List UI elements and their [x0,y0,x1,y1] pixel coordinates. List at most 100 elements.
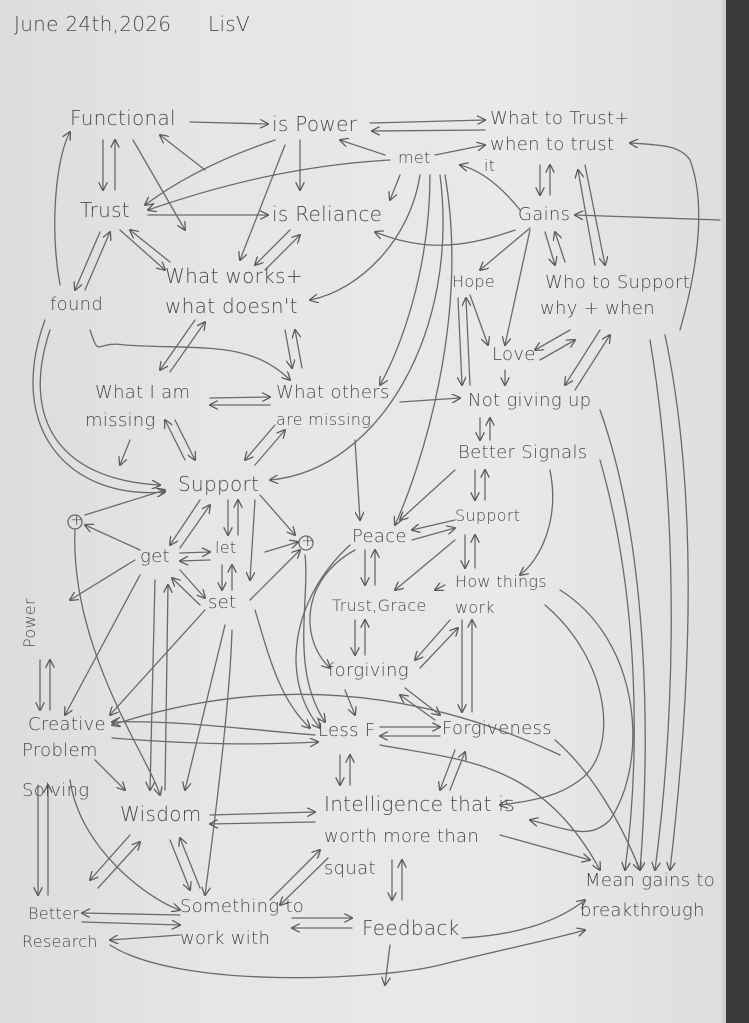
arrow-betterresearch-wisdom [97,842,140,889]
arrow-whatIam-others-a [209,397,270,398]
arrow-forgiveness-intelligence [440,749,456,790]
node-power-side: Power [20,598,39,648]
arrow-get-power [70,559,136,600]
arrow-whosupport-notgiving-a [565,329,601,385]
arrow-supportR-trustgrace [395,539,456,590]
arrow-whosupport-trustwhat [578,170,596,266]
node-met: met [398,148,431,167]
arrow-trustwhat-whosupport [584,164,605,265]
arrow-right-loop-gains [575,215,721,221]
node-support-right: Support [455,506,521,525]
arrow-set-lessf [254,609,310,728]
arrow-support-others [254,430,285,466]
node-wisdom: Wisdom [120,802,202,826]
node-feedback: Feedback [362,916,460,940]
arrow-trust-found-a [75,231,101,290]
node-who-support-line2: why + when [540,298,655,319]
arrow-forgiving-howthings [419,628,458,669]
node-intelligence-line3: squat [324,858,376,879]
arrow-support-get [170,499,201,545]
arrow-trust-whatworks-a [119,229,165,270]
arrow-peace-lessf [295,544,351,728]
arrow-betterresearch-something-b [81,922,180,925]
node-is-power: is Power [272,112,358,136]
arrow-lessf-meangains [379,744,600,870]
arrow-set-get [172,578,201,606]
arrow-wisdom-intel-a [209,812,315,815]
node-set: set [208,592,237,613]
node-what-to-trust-line1: What to Trust+ [490,108,630,129]
arrow-met-whatothers [380,174,431,385]
arrow-others-support [245,424,276,460]
node-is-reliance: is Reliance [272,202,383,226]
arrow-others-peace [354,439,360,520]
date-header: June 24th,2026 [14,12,172,36]
arrow-intel-meangains [499,834,590,860]
node-what-works-line1: What works+ [165,264,303,288]
arrow-betterSignals-howthings [520,469,554,575]
arrow-met-power [340,140,386,156]
arrow-met-reliance [390,174,401,200]
arrow-get-creative [65,574,141,715]
arrow-set-creative [110,609,206,715]
arrow-howthings-trustgrace [435,585,446,590]
arrow-something-research [110,934,181,940]
arrow-plus-left-wisdom [74,529,160,795]
arrow-power-trust-b [372,130,486,131]
plus-circle-left [67,514,83,530]
node-what-i-missing-line2: missing [85,410,156,431]
arrow-hope-love [469,294,488,345]
arrow-missing-support-left [120,439,131,465]
arrow-wisdom-intel-b [210,822,316,824]
node-how-things-line2: work [455,598,495,617]
arrow-wisdom-something-b [180,838,201,889]
arrow-creative-lessf [111,737,318,744]
node-creative-line2: Problem [22,740,98,761]
arrow-forgiveness-forgiving [400,695,436,721]
arrow-support-plus-right [259,494,295,535]
node-better-signals: Better Signals [458,442,588,463]
arrow-whosupport-meangains [664,334,689,870]
arrow-wisdom-something-a [169,839,190,890]
arrow-betterSignals-peace [400,469,456,520]
arrow-met-trustwhat [434,145,485,156]
arrow-met-support [270,174,444,480]
arrow-hope-notgiving-b [466,298,470,386]
arrow-found-support [39,329,160,485]
arrow-notgiving-meangains [599,409,646,870]
node-what-to-trust-line3: it [484,156,496,175]
arrow-gains-love [505,229,531,345]
node-creative-line1: Creative [28,714,106,735]
arrow-functional-whatworks [132,139,185,230]
plus-circle-right [298,535,314,551]
arrow-whatworks-others-b [295,330,303,369]
node-get: get [140,546,170,567]
arrow-power-whatworks [240,144,286,260]
arrow-gains-reliance [375,229,516,246]
author-header: LisV [208,12,251,36]
node-trust-grace: Trust,Grace [332,596,427,615]
node-what-works-line2: what doesn't [165,294,298,318]
node-something-line1: Something to [180,896,305,917]
arrow-set-something [205,629,233,895]
arrow-get-set [179,569,205,598]
arrow-whatworks-others-a [284,329,292,368]
arrow-get-plus-left [85,525,141,551]
arrow-power-trust [145,139,276,205]
arrow-plus-left-support [84,490,165,516]
node-forgiving: forgiving [328,660,409,681]
arrow-get-support [179,505,210,549]
arrow-trust-whatworks-b [130,230,171,263]
arrow-met-whatworks [310,174,421,300]
arrow-found-whatIam [89,329,290,380]
arrow-betterSignals-meangains [599,459,635,870]
node-peace: Peace [352,526,407,547]
arrow-power-trust-a [369,120,485,123]
node-not-giving-up: Not giving up [468,390,592,411]
arrow-creative-wisdom [94,759,125,790]
arrow-others-notgiving [399,398,460,402]
node-what-i-missing-line1: What I am [95,382,191,403]
arrow-set-plus [249,550,300,601]
node-mean-gains-line2: breakthrough [580,900,705,921]
